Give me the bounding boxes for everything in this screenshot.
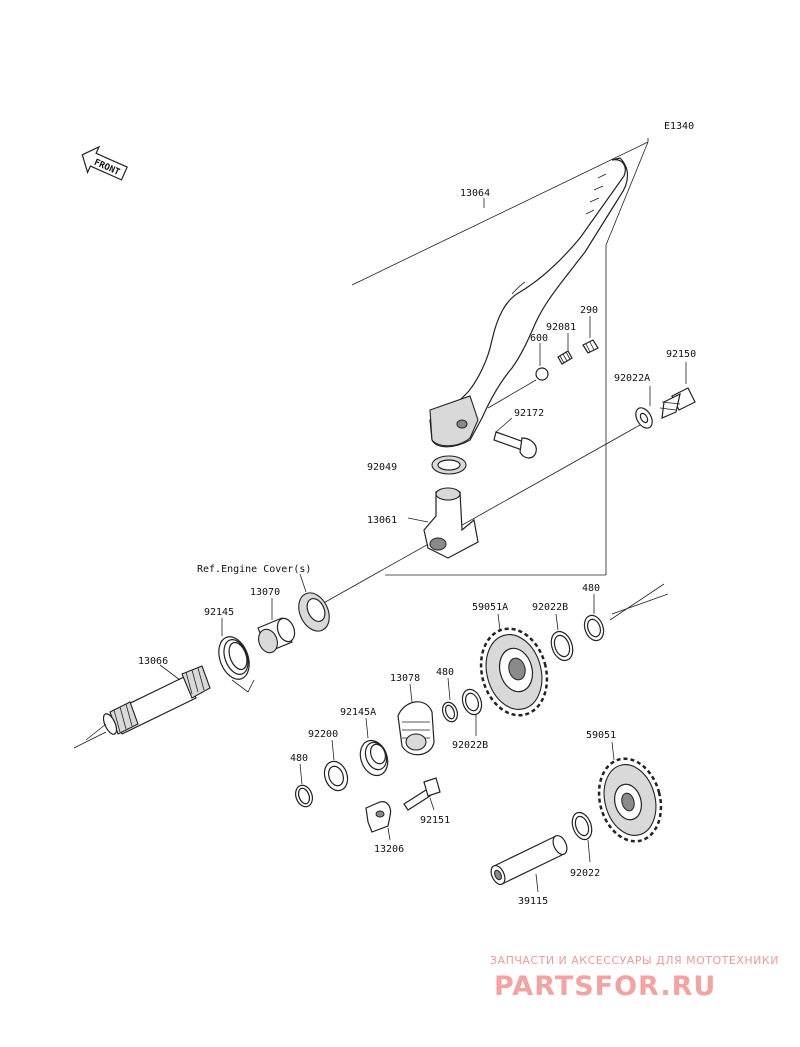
seal-engine-cover: [298, 592, 330, 632]
spring-92081: [557, 350, 573, 365]
label-92172: 92172: [514, 408, 544, 419]
group-bracket: [351, 138, 649, 576]
front-arrow-icon: FRONT: [81, 145, 128, 181]
collar-13070: [257, 617, 296, 654]
label-480-a: 480: [582, 583, 600, 594]
label-13066: 13066: [138, 656, 168, 667]
label-92200: 92200: [308, 729, 338, 740]
bolt-92172: [493, 431, 537, 459]
label-92022B-b: 92022B: [452, 740, 488, 751]
label-600: 600: [530, 333, 548, 344]
bolt-92151: [403, 777, 441, 811]
ball-600: [535, 367, 549, 381]
ratchet-13078: [397, 701, 435, 756]
label-92151: 92151: [420, 815, 450, 826]
label-59051: 59051: [586, 730, 616, 741]
label-92081: 92081: [546, 322, 576, 333]
guide-13206: [365, 801, 392, 833]
label-92150: 92150: [666, 349, 696, 360]
gear-59051: [597, 757, 663, 843]
watermark-tagline: ЗАПЧАСТИ И АКСЕССУАРЫ ДЛЯ МОТОТЕХНИКИ: [490, 954, 779, 967]
label-92145: 92145: [204, 607, 234, 618]
diagram-code: E1340: [664, 121, 694, 132]
label-92022: 92022: [570, 868, 600, 879]
bolt-92150: [659, 387, 696, 419]
shaft-39115: [490, 834, 568, 886]
label-290: 290: [580, 305, 598, 316]
label-13061: 13061: [367, 515, 397, 526]
label-92022B-a: 92022B: [532, 602, 568, 613]
spring-92145A: [359, 739, 389, 777]
kick-lever-13064: [429, 157, 629, 448]
spring-92145: [218, 636, 255, 693]
assembly-axis: [319, 424, 641, 606]
label-480-b: 480: [436, 667, 454, 678]
label-92022A: 92022A: [614, 373, 650, 384]
label-13078: 13078: [390, 673, 420, 684]
seal-92049: [431, 455, 467, 475]
label-39115: 39115: [518, 896, 548, 907]
label-480-c: 480: [290, 753, 308, 764]
label-13206: 13206: [374, 844, 404, 855]
label-92049: 92049: [367, 462, 397, 473]
boss-13061: [423, 487, 479, 559]
label-92145A: 92145A: [340, 707, 376, 718]
label-59051A: 59051A: [472, 602, 508, 613]
ref-engine-cover-note: Ref.Engine Cover(s): [197, 564, 311, 575]
shaft-13066: [102, 665, 211, 735]
gear-59051A: [479, 627, 549, 717]
label-13064: 13064: [460, 188, 490, 199]
label-13070: 13070: [250, 587, 280, 598]
plug-290: [582, 339, 599, 354]
watermark-logo: PARTSFOR.RU: [494, 971, 716, 1002]
